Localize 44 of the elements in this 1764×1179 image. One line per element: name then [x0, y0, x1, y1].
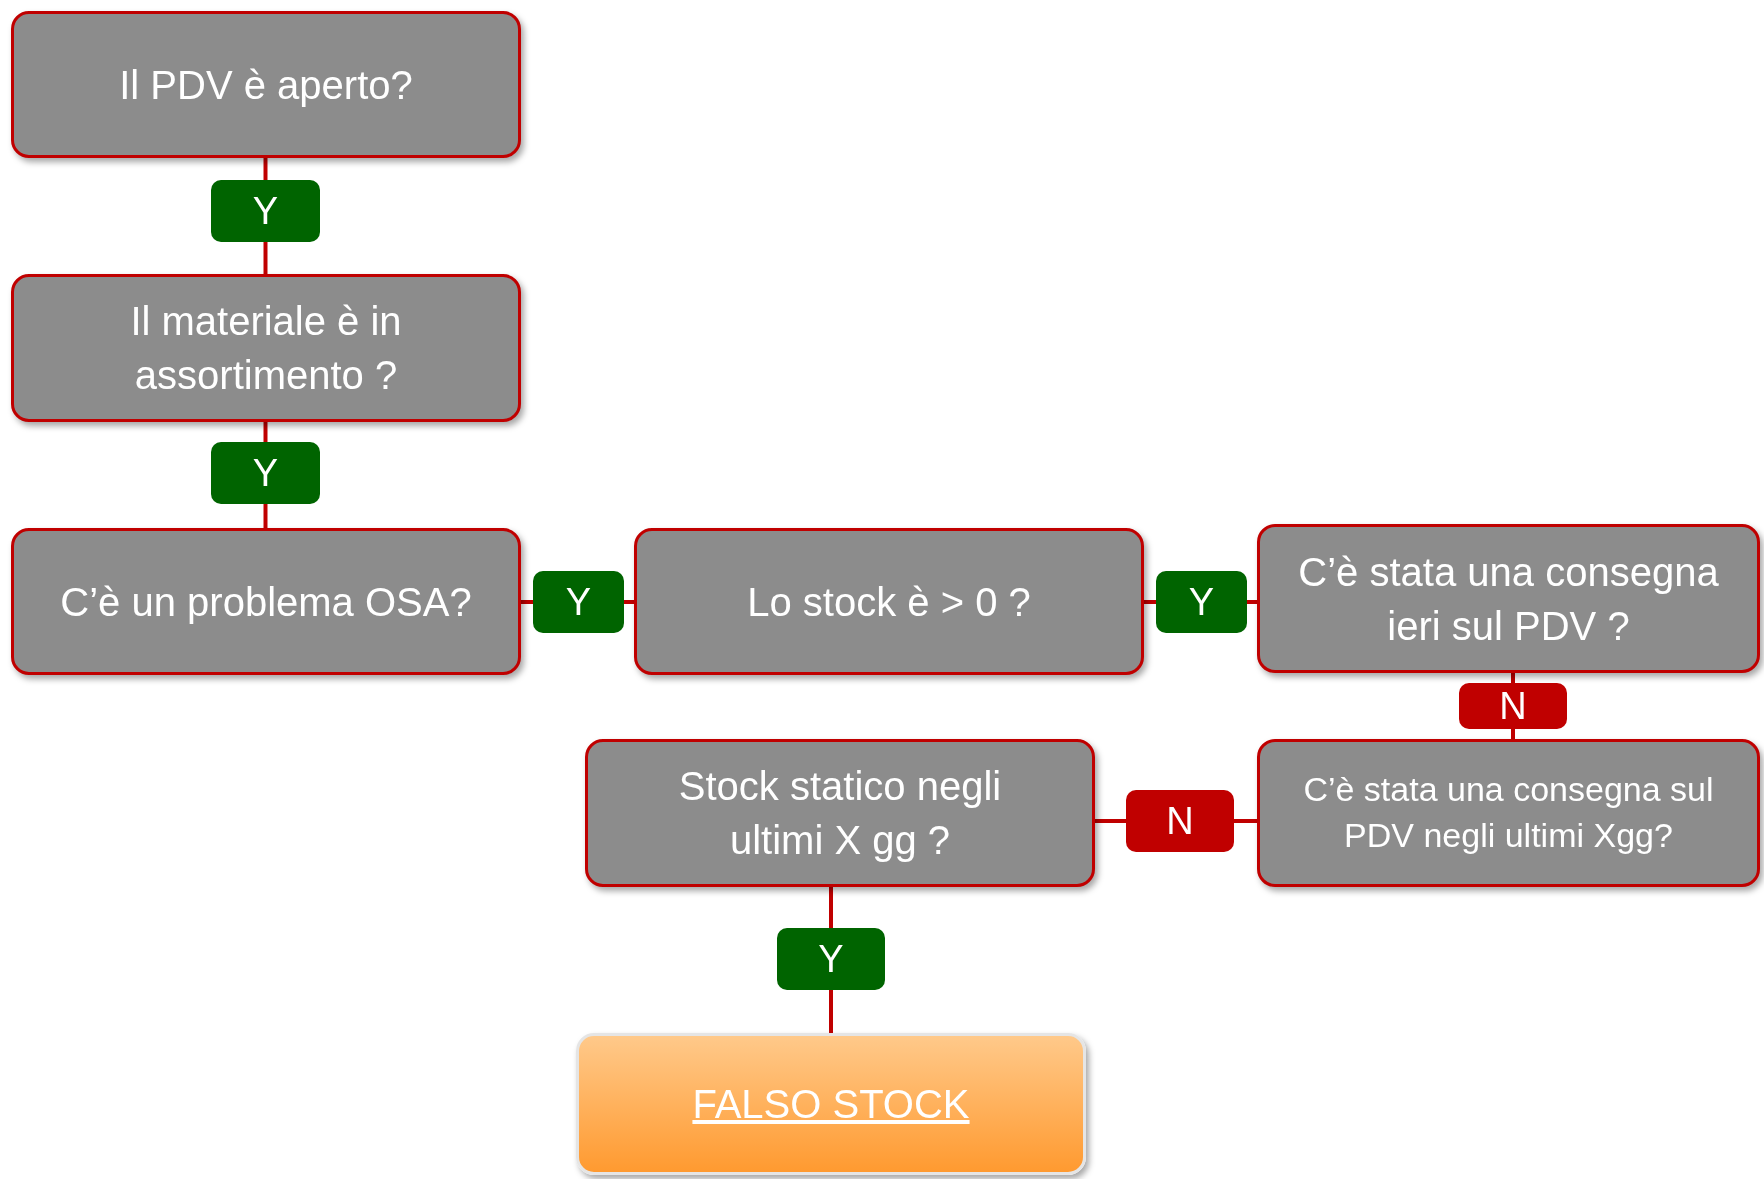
- answer-badge: [777, 928, 885, 990]
- question-text: Il PDV è aperto?: [119, 61, 413, 109]
- connector-line: [263, 242, 268, 274]
- connector-line: [1234, 819, 1257, 823]
- decision-box: [11, 11, 521, 158]
- decision-box: [1257, 524, 1760, 673]
- answer-label: Y: [565, 580, 592, 624]
- result-text: FALSO STOCK: [692, 1081, 970, 1127]
- answer-label: N: [1499, 684, 1527, 728]
- answer-label: N: [1166, 799, 1194, 843]
- result-box: [576, 1033, 1086, 1175]
- question-text: C’è stata una consegna ieri sul PDV ?: [1297, 548, 1720, 650]
- decision-box: [11, 528, 521, 675]
- answer-label: Y: [252, 189, 279, 233]
- decision-box: [11, 274, 521, 422]
- connector-line: [829, 990, 833, 1033]
- connector-line: [829, 887, 833, 928]
- answer-badge: [1156, 571, 1247, 633]
- answer-label: Y: [252, 451, 279, 495]
- connector-line: [263, 422, 268, 442]
- question-text: C’è un problema OSA?: [60, 578, 472, 626]
- answer-label: Y: [1188, 580, 1215, 624]
- connector-line: [1247, 600, 1257, 604]
- connector-line: [521, 600, 533, 604]
- question-text: Stock statico negli ultimi X gg ?: [677, 763, 1003, 864]
- answer-badge: [211, 180, 320, 242]
- decision-box: [634, 528, 1144, 675]
- connector-line: [1144, 600, 1156, 604]
- connector-line: [263, 504, 268, 528]
- decision-box: [1257, 739, 1760, 887]
- question-text: Il materiale è in assortimento ?: [129, 298, 403, 399]
- answer-badge: [211, 442, 320, 504]
- answer-badge: [1126, 790, 1234, 852]
- connector-line: [1511, 673, 1515, 683]
- answer-badge: [533, 571, 624, 633]
- answer-label: Y: [818, 937, 844, 981]
- connector-line: [1095, 819, 1126, 823]
- question-text: C’è stata una consegna sul PDV negli ultimi Xgg?: [1302, 769, 1715, 856]
- decision-box: [585, 739, 1095, 887]
- connector-line: [1511, 729, 1515, 739]
- answer-badge: [1459, 683, 1567, 729]
- connector-line: [624, 600, 634, 604]
- connector-line: [263, 158, 268, 180]
- question-text: Lo stock è > 0 ?: [747, 578, 1031, 626]
